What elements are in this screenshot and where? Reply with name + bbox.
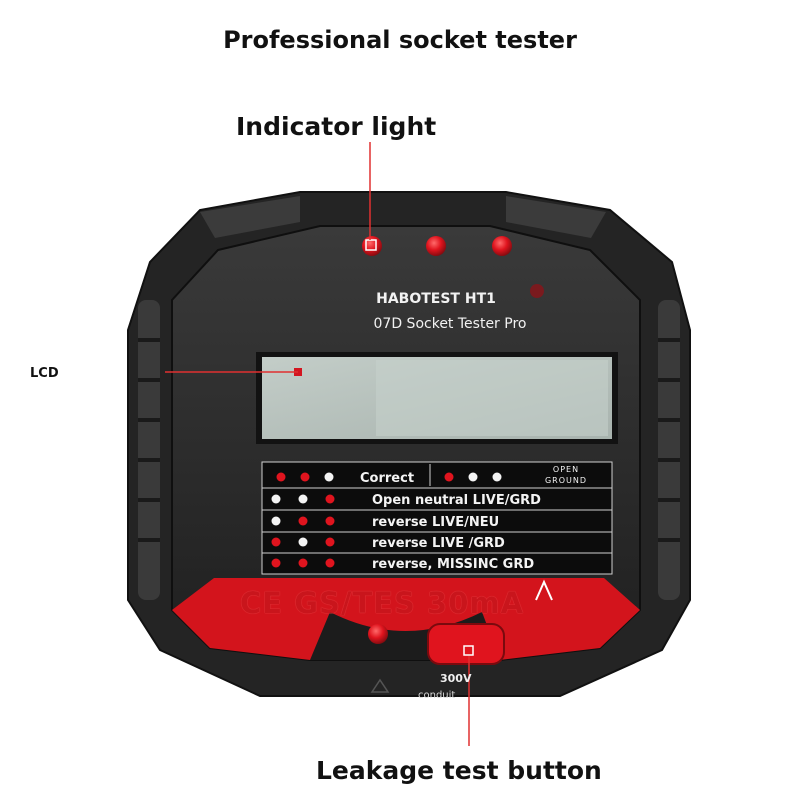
legend-correct: Correct xyxy=(360,471,414,486)
legend-row-4: reverse, MISSINC GRD xyxy=(372,557,534,572)
brand-name: HABOTEST HT1 xyxy=(376,291,496,307)
legend-open: OPEN xyxy=(553,465,579,474)
indicator-led-3 xyxy=(492,236,512,256)
legend-row-1: Open neutral LIVE/GRD xyxy=(372,493,541,508)
side-grips xyxy=(138,300,680,600)
legend-ground: GROUND xyxy=(545,476,587,485)
page-title: Professional socket tester xyxy=(223,26,577,54)
indicator-leds xyxy=(362,236,544,298)
leakage-test-button-callout: Leakage test button xyxy=(316,756,602,785)
legend-row-3: reverse LIVE /GRD xyxy=(372,536,505,551)
lcd-callout: LCD xyxy=(30,366,59,381)
indicator-light-callout: Indicator light xyxy=(236,112,437,141)
ce-mark: CE GS/TES 30mA xyxy=(240,586,525,620)
indicator-led-2 xyxy=(426,236,446,256)
red-band xyxy=(172,578,640,660)
voltage-label: 300V xyxy=(440,672,472,685)
legend-table: Correct OPEN GROUND Open neutral LIVE/GR… xyxy=(261,461,613,575)
model-name: 07D Socket Tester Pro xyxy=(374,316,527,332)
leakage-test-button[interactable] xyxy=(427,623,505,665)
leakage-led xyxy=(368,624,388,644)
conduit-label: conduit xyxy=(418,690,456,701)
status-led xyxy=(530,284,544,298)
indicator-led-1 xyxy=(362,236,382,256)
legend-row-2: reverse LIVE/NEU xyxy=(372,515,499,530)
